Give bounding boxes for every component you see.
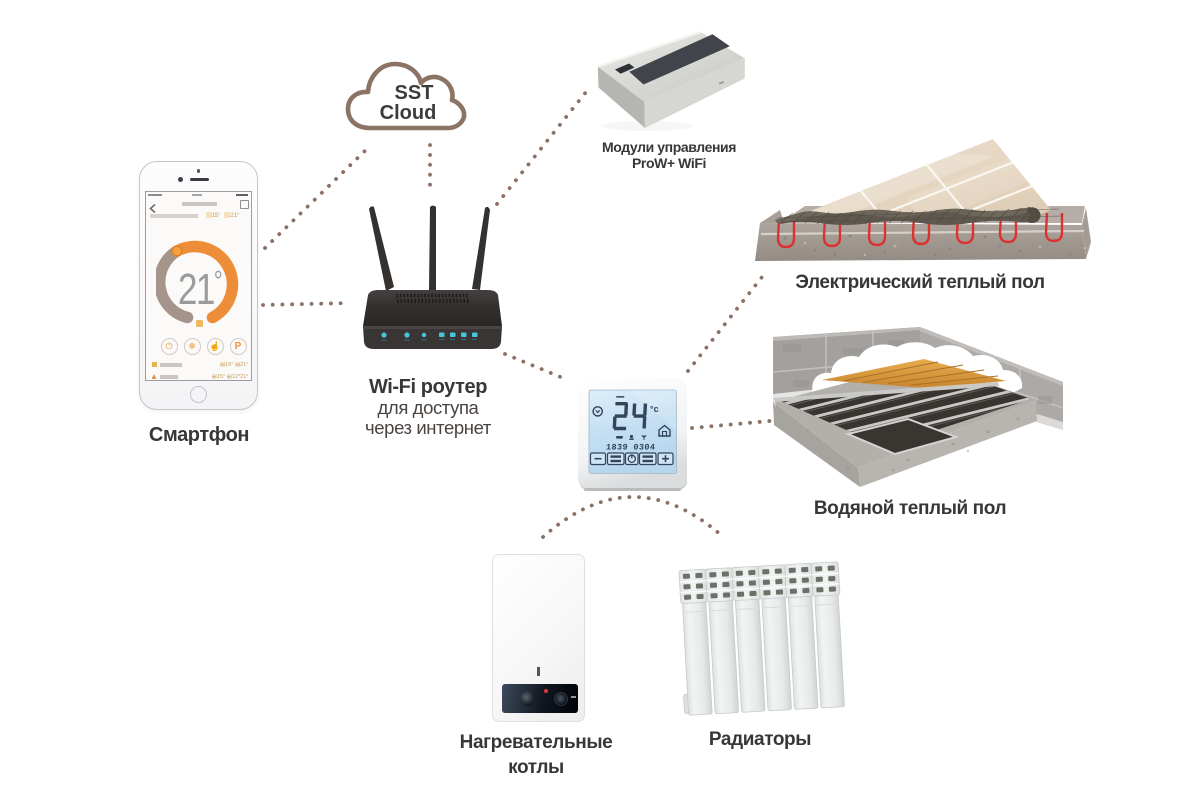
svg-text:°c: °c <box>650 404 659 414</box>
svg-text:SST: SST <box>395 82 434 104</box>
svg-text:Cloud: Cloud <box>380 102 437 124</box>
svg-text:1839 0304: 1839 0304 <box>606 443 656 453</box>
